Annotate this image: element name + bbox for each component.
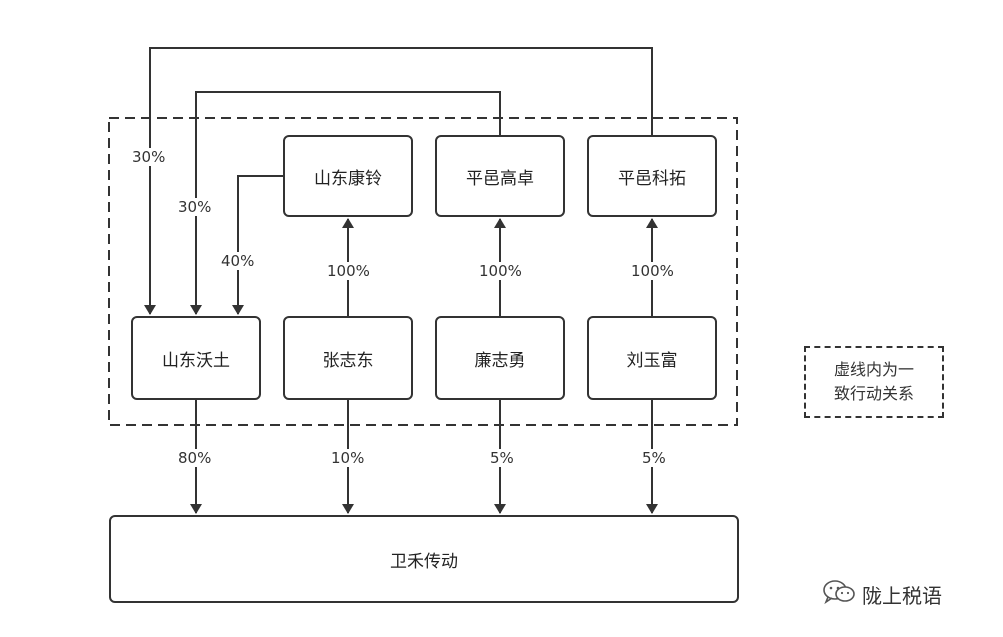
node-label: 卫禾传动 [390, 551, 458, 572]
edge-label-kangling-to-wotu: 40% [219, 252, 257, 270]
node-shandong-wotu: 山东沃土 [131, 316, 261, 400]
legend-line-2: 致行动关系 [833, 384, 914, 403]
edge-label-zhang-to-weihe: 10% [329, 449, 367, 467]
edge-label-lian-to-weihe: 5% [488, 449, 516, 467]
edge-label-liu-to-ketuo: 100% [629, 262, 676, 280]
legend-box: 虚线内为一 致行动关系 [804, 346, 944, 418]
watermark: 陇上税语 [822, 579, 942, 610]
edge-label-gaozhuo-to-wotu: 30% [176, 198, 214, 216]
node-label: 山东沃土 [162, 350, 230, 371]
node-label: 平邑高卓 [466, 168, 534, 189]
edge-label-lian-to-gaozhuo: 100% [477, 262, 524, 280]
node-weihe-chuandong: 卫禾传动 [109, 515, 739, 603]
node-lian-zhiyong: 廉志勇 [435, 316, 565, 400]
legend-line-1: 虚线内为一 [833, 360, 914, 379]
edge-label-wotu-to-weihe: 80% [176, 449, 214, 467]
edge-kangling-to-wotu [232, 175, 284, 315]
edge-label-ketuo-to-wotu: 30% [130, 148, 168, 166]
edge-label-liu-to-weihe: 5% [640, 449, 668, 467]
node-label: 张志东 [322, 350, 374, 371]
node-zhang-zhidong: 张志东 [283, 316, 413, 400]
wechat-icon [822, 579, 856, 610]
edge-ketuo-to-wotu [144, 47, 653, 315]
node-label: 廉志勇 [474, 350, 526, 371]
node-label: 山东康铃 [314, 168, 382, 189]
concerted-action-group [108, 117, 738, 426]
node-pingyi-ketuo: 平邑科拓 [587, 135, 717, 217]
node-label: 刘玉富 [626, 350, 678, 371]
node-pingyi-gaozhuo: 平邑高卓 [435, 135, 565, 217]
edge-label-zhang-to-kangling: 100% [325, 262, 372, 280]
node-shandong-kangling: 山东康铃 [283, 135, 413, 217]
node-label: 平邑科拓 [618, 168, 686, 189]
node-liu-yufu: 刘玉富 [587, 316, 717, 400]
watermark-text: 陇上税语 [862, 584, 942, 608]
